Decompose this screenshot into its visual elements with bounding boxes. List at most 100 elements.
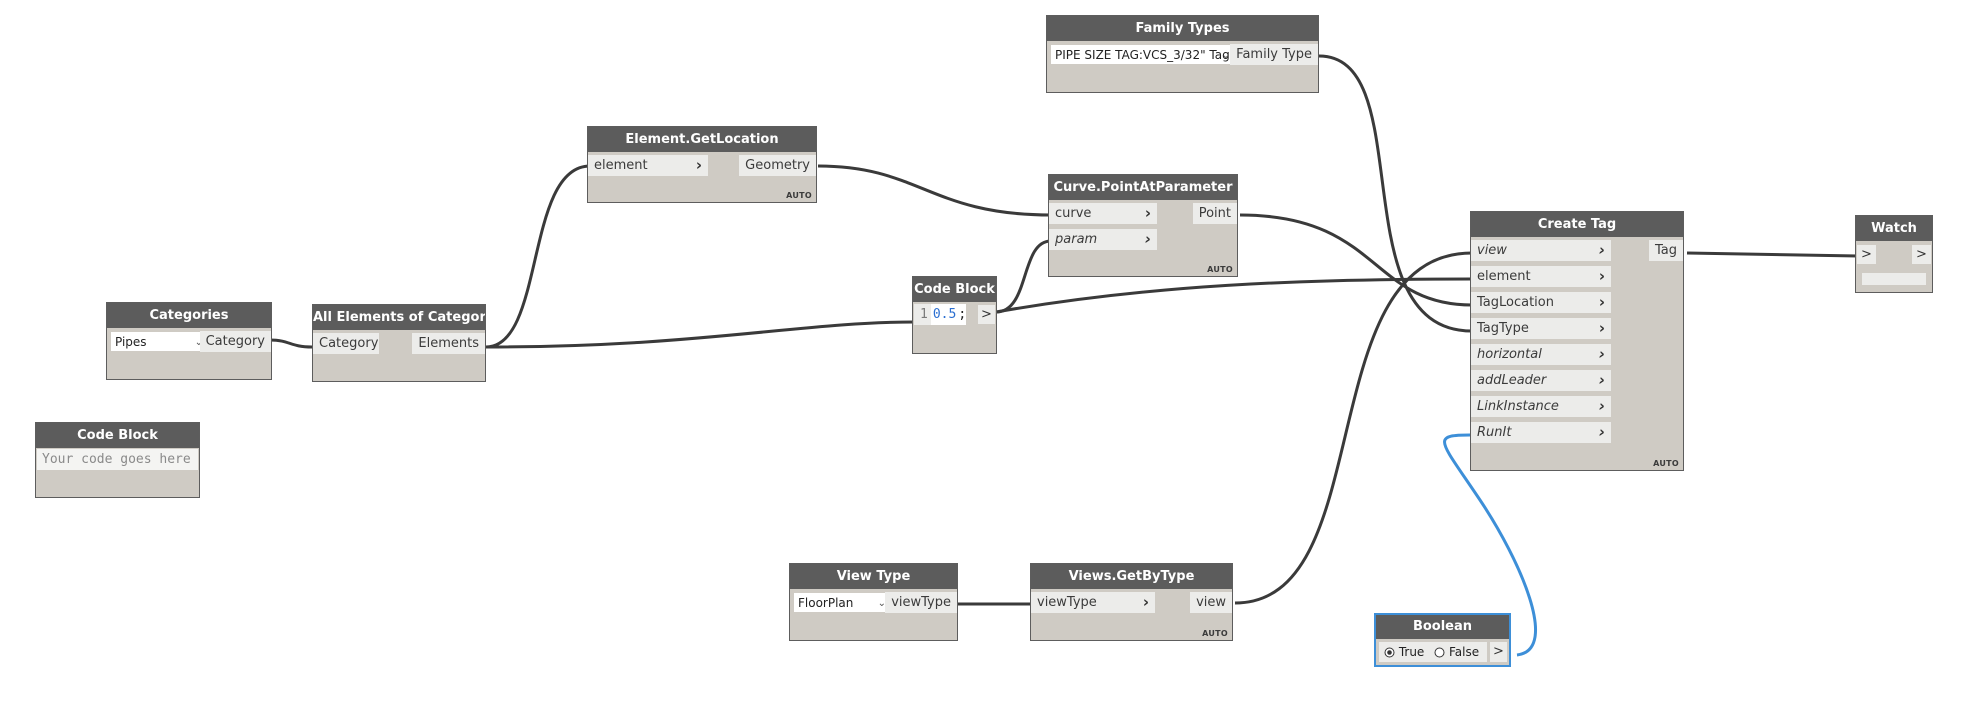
input-port-viewtype[interactable]: viewType › [1031,592,1155,613]
chevron-right-icon: › [1598,293,1605,311]
port-label: param [1055,232,1098,247]
output-port-point[interactable]: Point [1192,203,1237,224]
port-label: LinkInstance [1477,399,1559,414]
line-number: 1 [914,304,931,325]
curve-pointatparameter-node[interactable]: Curve.PointAtParameter curve › param › P… [1048,174,1238,277]
view-type-node[interactable]: View Type FloorPlan ⌄ viewType [789,563,958,641]
dropdown-value: PIPE SIZE TAG:VCS_3/32" Tag [1055,48,1230,62]
port-label: TagType [1477,321,1529,336]
category-dropdown[interactable]: Pipes ⌄ [110,331,208,352]
output-port-viewtype[interactable]: viewType [885,592,957,613]
node-title: Watch [1856,216,1932,241]
chevron-right-icon: › [1144,204,1151,222]
node-title: Code Block [36,423,199,448]
input-port-runit[interactable]: RunIt › [1471,422,1611,443]
true-label: True [1398,645,1425,659]
wire-categories-to-allelements [269,338,313,349]
element-getlocation-node[interactable]: Element.GetLocation element › Geometry A… [587,126,817,203]
wire-elements-to-getlocation [485,164,591,349]
boolean-node[interactable]: Boolean True False > [1374,613,1511,667]
port-label: Category [319,336,379,351]
output-port-tag[interactable]: Tag [1648,240,1683,261]
chevron-right-icon: › [1598,241,1605,259]
port-label: horizontal [1477,347,1542,362]
output-port[interactable]: > [1912,245,1931,264]
code-value: 0.5 [930,304,959,325]
input-port-tagtype[interactable]: TagType › [1471,318,1611,339]
chevron-down-icon: ⌄ [195,332,203,353]
wire-boolean-to-runit [1443,433,1537,657]
wire-view-to-view [1234,251,1473,605]
code-block-empty-node[interactable]: Code Block Your code goes here [35,422,200,498]
views-getbytype-node[interactable]: Views.GetByType viewType › view AUTO [1030,563,1233,641]
port-label: addLeader [1477,373,1547,388]
wire-familytype-to-tagtype [1318,54,1473,333]
create-tag-node[interactable]: Create Tag view › element › TagLocation … [1470,211,1684,471]
chevron-right-icon: › [1144,230,1151,248]
categories-node[interactable]: Categories Pipes ⌄ Category [106,302,272,380]
output-port[interactable]: > [978,305,995,324]
dropdown-value: FloorPlan [798,596,854,610]
node-title: Boolean [1376,615,1509,639]
input-port-view[interactable]: view › [1471,240,1611,261]
input-port-addleader[interactable]: addLeader › [1471,370,1611,391]
false-radio[interactable]: False [1434,645,1479,659]
auto-badge: AUTO [1653,459,1679,468]
port-label: viewType [1037,595,1097,610]
watch-output-area [1862,273,1926,285]
input-port-linkinstance[interactable]: LinkInstance › [1471,396,1611,417]
boolean-options: True False [1379,642,1487,662]
wire-elements-to-codeblock [485,320,916,349]
chevron-right-icon: › [1598,267,1605,285]
code-semicolon: ; [958,304,967,325]
dropdown-value: Pipes [115,335,147,349]
watch-node[interactable]: Watch > > [1855,215,1933,293]
output-port-geometry[interactable]: Geometry [739,155,816,176]
auto-badge: AUTO [786,191,812,200]
radio-checked-icon [1384,647,1395,658]
input-port-param[interactable]: param › [1049,229,1157,250]
node-title: Element.GetLocation [588,127,816,152]
output-port-family-type[interactable]: Family Type [1230,44,1318,65]
output-port-category[interactable]: Category [199,331,271,352]
input-port-horizontal[interactable]: horizontal › [1471,344,1611,365]
code-input[interactable]: Your code goes here [37,449,198,470]
output-port-view[interactable]: view [1190,592,1232,613]
all-elements-of-category-node[interactable]: All Elements of Category Category Elemen… [312,304,486,382]
port-label: RunIt [1477,425,1512,440]
chevron-right-icon: › [1598,319,1605,337]
port-label: TagLocation [1477,295,1554,310]
chevron-right-icon: › [1142,593,1149,611]
radio-unchecked-icon [1434,647,1445,658]
chevron-right-icon: › [1598,345,1605,363]
input-port-element[interactable]: element › [1471,266,1611,287]
node-title: View Type [790,564,957,589]
input-port-category[interactable]: Category [313,333,379,354]
port-label: view [1477,243,1507,258]
node-title: Create Tag [1471,212,1683,237]
output-port-elements[interactable]: Elements [412,333,485,354]
auto-badge: AUTO [1202,629,1228,638]
port-label: element [1477,269,1531,284]
port-label: curve [1055,206,1092,221]
chevron-right-icon: › [1598,397,1605,415]
node-title: Family Types [1047,16,1318,41]
input-port-element[interactable]: element › [588,155,708,176]
input-port-taglocation[interactable]: TagLocation › [1471,292,1611,313]
chevron-down-icon: ⌄ [877,598,886,609]
wire-tag-to-watch [1686,251,1859,258]
port-label: element [594,158,648,173]
input-port[interactable]: > [1857,245,1876,264]
family-types-node[interactable]: Family Types PIPE SIZE TAG:VCS_3/32" Tag… [1046,15,1319,93]
node-title: Code Block [913,277,996,302]
output-port[interactable]: > [1490,642,1507,662]
chevron-right-icon: › [1598,371,1605,389]
wire-geometry-to-curve [817,164,1052,217]
view-type-dropdown[interactable]: FloorPlan ⌄ [793,592,891,613]
input-port-curve[interactable]: curve › [1049,203,1157,224]
true-radio[interactable]: True [1384,645,1428,659]
family-type-dropdown[interactable]: PIPE SIZE TAG:VCS_3/32" Tag ⌄ [1050,44,1235,65]
